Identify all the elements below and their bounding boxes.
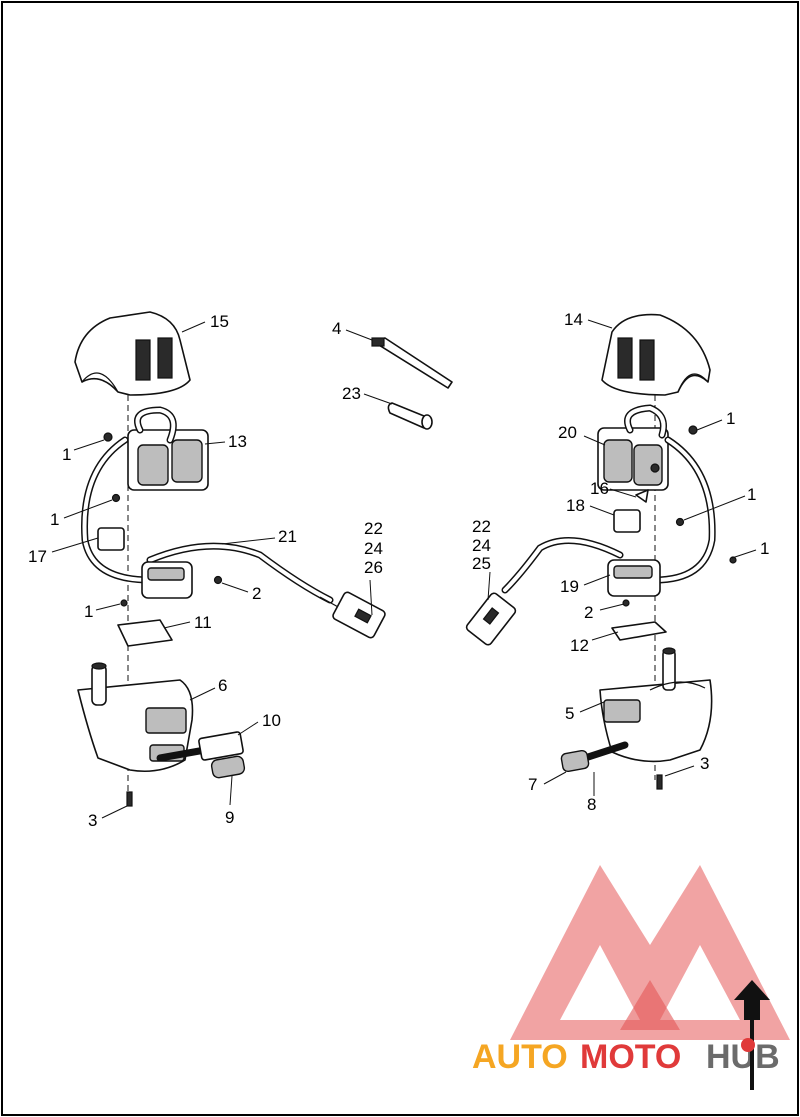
callout-6: 6 [218, 676, 227, 695]
callout-1-left-top: 1 [62, 445, 71, 464]
callout-22-right: 22 [472, 517, 491, 536]
screw-3-right [656, 774, 663, 790]
callout-19: 19 [560, 577, 579, 596]
part-21-module-left [141, 561, 193, 599]
callout-10: 10 [262, 711, 281, 730]
screw-1-left-c [120, 599, 128, 607]
callout-2-left: 2 [252, 584, 261, 603]
watermark-text-auto: AUTO [472, 1038, 568, 1076]
callout-24-left: 24 [364, 539, 383, 558]
callout-25: 25 [472, 554, 491, 573]
callout-11: 11 [194, 613, 212, 632]
left-switch-assembly [74, 311, 386, 807]
part-10-connector-left [156, 731, 246, 779]
right-switch-assembly [465, 313, 737, 790]
connector-22-24-25-right [465, 592, 517, 646]
part-19-module-right [607, 559, 661, 597]
part-11-bracket-left [117, 619, 173, 647]
part-23-sleeve [387, 402, 433, 430]
callout-3-left: 3 [88, 811, 97, 830]
callout-18: 18 [566, 496, 585, 515]
part-7-connector-right [560, 741, 629, 773]
part-14-upper-housing-right [601, 313, 711, 396]
automotohub-logo-triangle [510, 865, 790, 1040]
callout-4: 4 [332, 319, 341, 338]
callout-24-right: 24 [472, 536, 491, 555]
callout-1-left-mid: 1 [50, 510, 59, 529]
callout-1-right-mid: 1 [747, 485, 756, 504]
up-arrow-icon [734, 980, 770, 1090]
callout-26: 26 [364, 558, 383, 577]
part-16-clip-right [635, 489, 649, 503]
callout-16: 16 [590, 479, 609, 498]
callout-23: 23 [342, 384, 361, 403]
callout-15: 15 [210, 312, 229, 331]
callout-7: 7 [528, 775, 537, 794]
callout-21: 21 [278, 527, 297, 546]
part-17-switch-left [97, 527, 125, 551]
callout-5: 5 [565, 704, 574, 723]
screw-1-left-b [111, 493, 121, 503]
callout-2-right: 2 [584, 603, 593, 622]
callout-1-left-low: 1 [84, 602, 93, 621]
screw-2-right [622, 599, 630, 607]
callout-13: 13 [228, 432, 247, 451]
part-4-cable-strap [371, 337, 453, 389]
connector-22-24-26-left [319, 591, 386, 639]
callout-labels: 15 4 14 23 1 13 1 17 21 22 24 26 2 1 11 … [28, 310, 769, 830]
part-5-lower-housing-right [599, 647, 713, 763]
automotohub-watermark: AUTO MOTO HUB [472, 865, 790, 1090]
callout-12: 12 [570, 636, 589, 655]
callout-1-right-low: 1 [760, 539, 769, 558]
callout-8: 8 [587, 795, 596, 814]
screw-1-left-a [103, 432, 113, 442]
callout-9: 9 [225, 808, 234, 827]
part-20-switch-right [597, 404, 669, 491]
screw-1-right-b [675, 517, 685, 527]
part-18-switch-right [613, 509, 641, 533]
callout-17: 17 [28, 547, 47, 566]
screw-2-left [213, 575, 223, 585]
callout-1-right-top: 1 [726, 409, 735, 428]
callout-3-right: 3 [700, 754, 709, 773]
callout-22-left: 22 [364, 519, 383, 538]
screw-1-right-a [688, 425, 698, 435]
leader-lines [51, 319, 757, 819]
part-12-bracket-right [611, 621, 667, 641]
watermark-text-moto: MOTO [580, 1038, 681, 1076]
callout-20: 20 [558, 423, 577, 442]
callout-14: 14 [564, 310, 583, 329]
part-15-upper-housing-left [74, 311, 191, 396]
screw-1-right-c [729, 556, 737, 564]
part-13-switch-left [127, 406, 209, 491]
screw-3-left [126, 791, 133, 807]
